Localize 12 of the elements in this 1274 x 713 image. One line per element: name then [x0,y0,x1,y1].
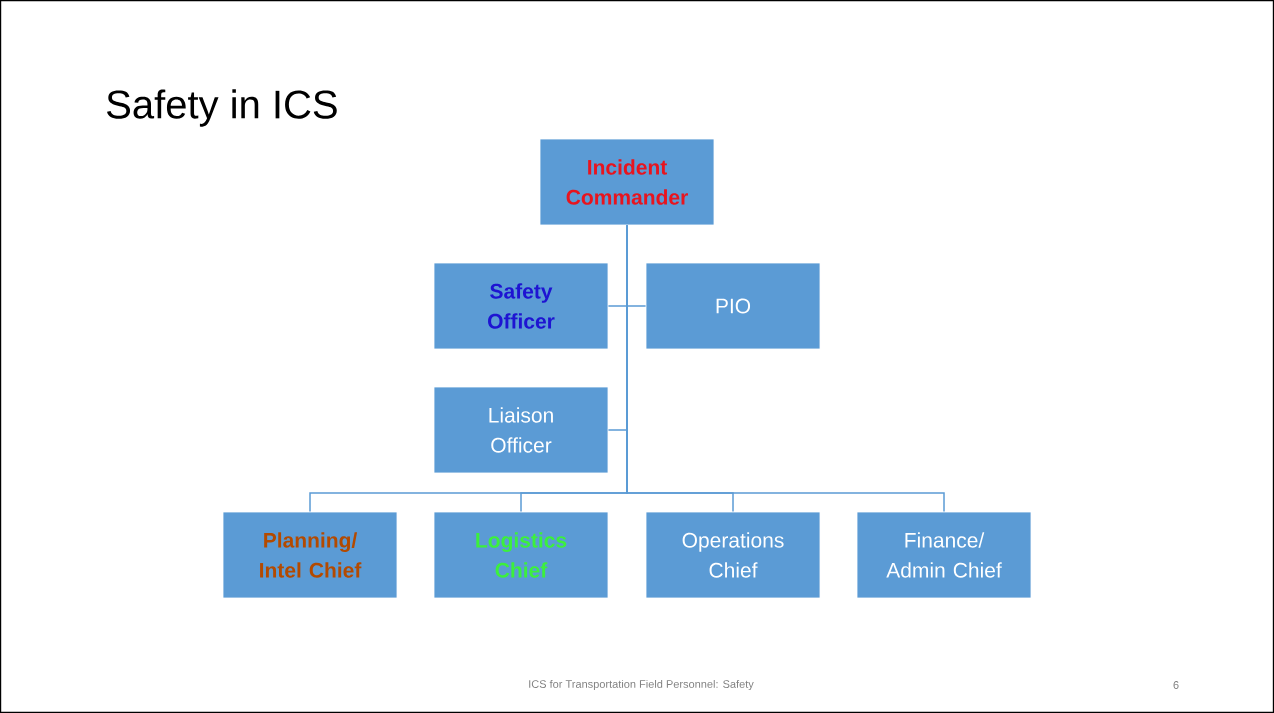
org-box: PIO [645,262,821,350]
org-box: Incident Commander [539,138,715,226]
org-box: Finance/ Admin Chief [856,511,1032,599]
org-box: Safety Officer [433,262,609,350]
page-number: 6 [1173,681,1179,689]
org-box: Operations Chief [645,511,821,599]
slide-title: Safety in ICS [107,89,337,127]
org-box: Planning/ Intel Chief [222,511,398,599]
org-box: Logistics Chief [433,511,609,599]
footer-text: ICS for Transportation Field Personnel: Safety [529,679,754,691]
org-box: Liaison Officer [433,386,609,474]
connector-line [626,224,945,513]
